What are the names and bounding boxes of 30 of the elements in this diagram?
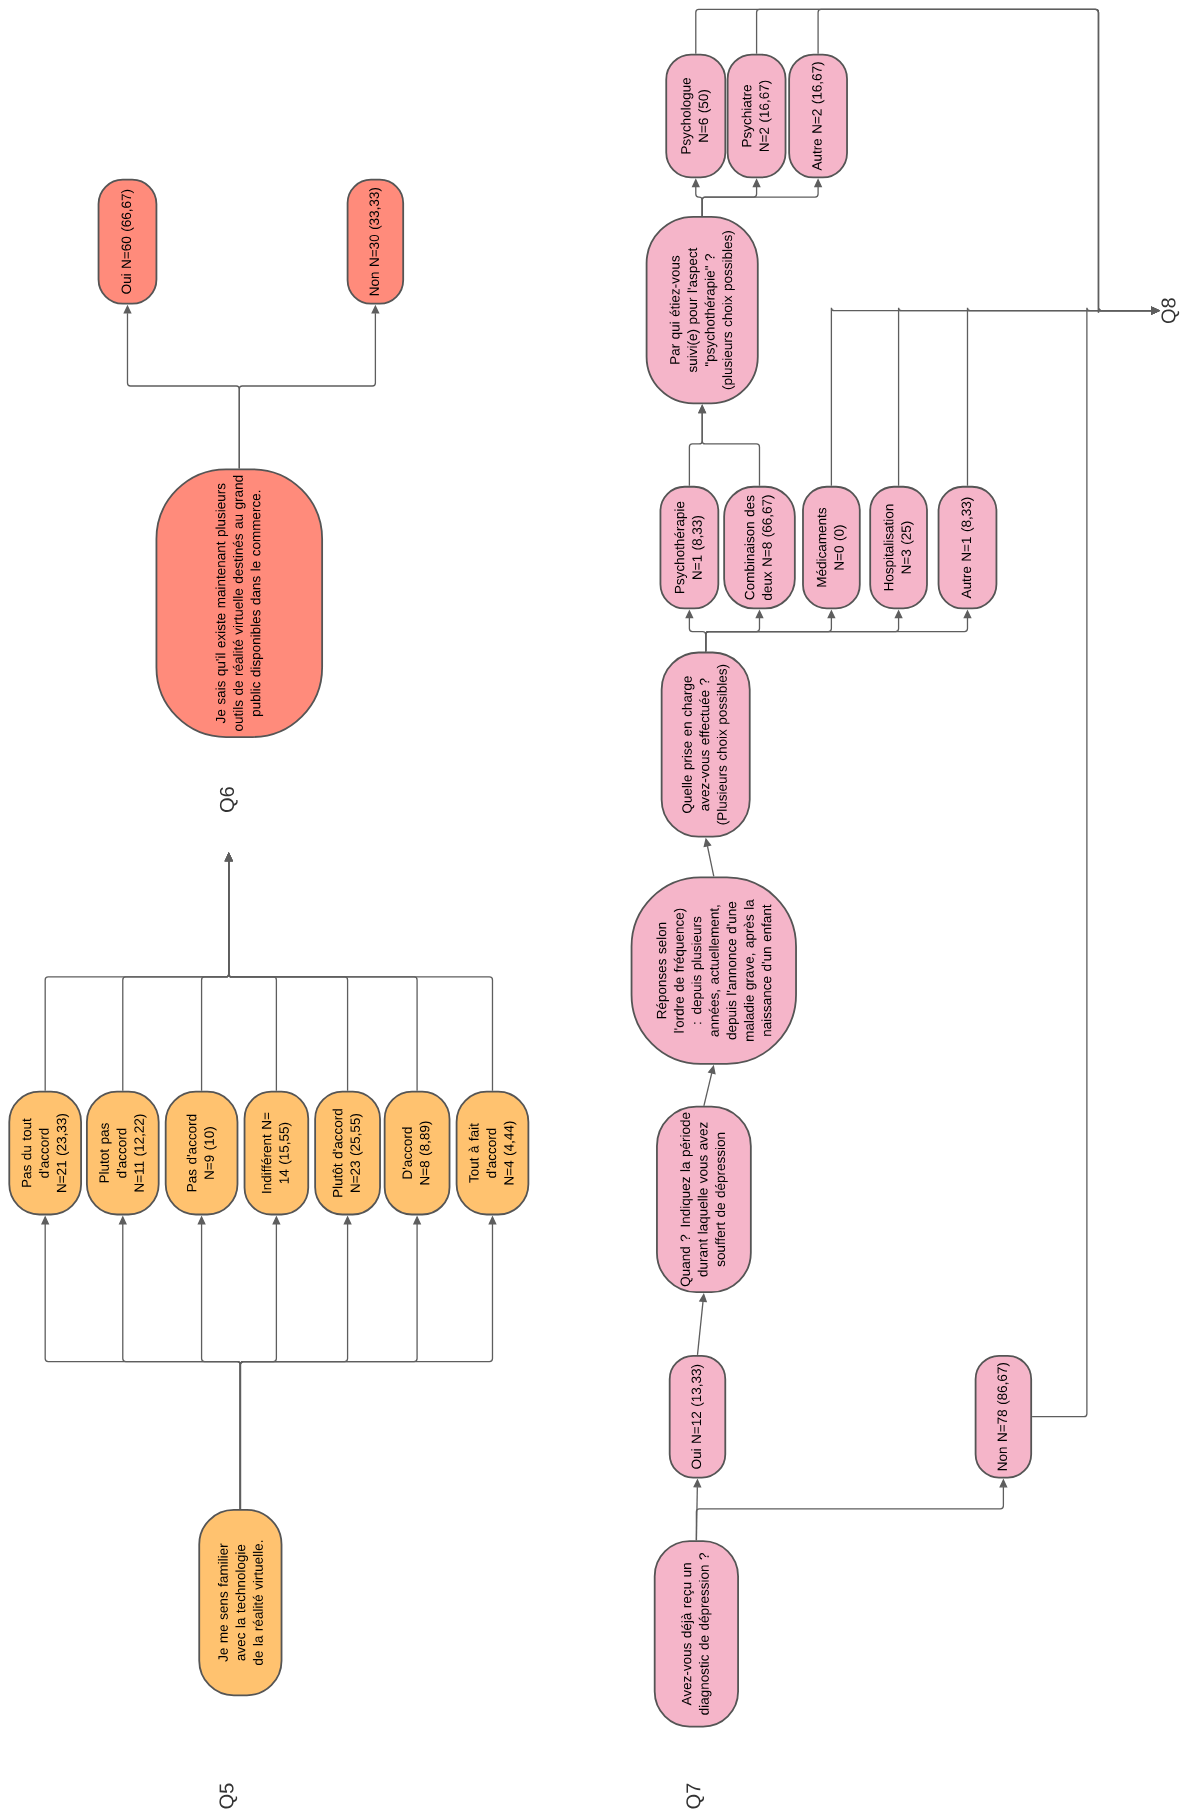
answer-box: Psychologue N=6 (50) (665, 53, 727, 179)
answer-box: Quand ? Indiquez la période durant laquelle vous avez souffert de dépression (656, 1105, 752, 1293)
answer-box: Hospitalisation N=3 (25) (869, 485, 928, 610)
answer-box: Oui N=12 (13,33) (668, 1354, 727, 1479)
answer-box: Psychiatre N=2 (16,67) (726, 53, 787, 179)
answer-box: Oui N=60 (66,67) (97, 178, 158, 305)
answer-box: Autre N=2 (16,67) (788, 53, 848, 179)
answer-box: Combinaison des deux N=8 (66,67) (723, 485, 796, 610)
section-label: Q8 (1161, 298, 1180, 324)
answer-box: Pas d'accord N=9 (10) (164, 1090, 239, 1216)
answer-box: Non N=30 (33,33) (346, 178, 405, 305)
answer-box: Je sais qu'il existe maintenant plusieurs outils de réalité virtuelle destinés au grand public disponibles dans le commerce. (155, 468, 324, 738)
answer-box: Médicaments N=0 (0) (802, 485, 861, 610)
answer-box: Plutot pas d'accord N=11 (12,22) (86, 1090, 160, 1216)
section-label: Q5 (219, 1783, 238, 1809)
answer-box: Par qui étiez-vous suivi(e) pour l'aspect "psychothérapie" ? (plusieurs choix possibles) (645, 215, 759, 405)
answer-box: Psychothérapie N=1 (8,33) (659, 485, 720, 610)
section-label: Q6 (219, 787, 238, 812)
answer-box: Avez-vous déjà reçu un diagnostic de dépression ? (653, 1540, 739, 1728)
answer-box: Tout à fait d'accord N=4 (4,44) (455, 1090, 530, 1216)
answer-box: Pas du tout d'accord N=21 (23,33) (8, 1090, 82, 1216)
answer-box: Autre N=1 (8,33) (937, 485, 998, 610)
section-label: Q7 (686, 1783, 705, 1809)
answer-box: Quelle prise en charge avez-vous effectuée ? (Plusieurs choix possibles) (660, 651, 751, 838)
answer-box: Indifférent N= 14 (15,55) (243, 1090, 310, 1216)
answer-box: Plutôt d'accord N=23 (25,55) (314, 1090, 381, 1216)
answer-box: Réponses selon l'ordre de fréquence) : depuis plusieurs années, actuellement, depuis l'annonce d'une maladie grave, après la naissance d'un enfant (630, 876, 797, 1065)
answer-box: Je me sens familier avec la technologie de la réalité virtuelle. (198, 1509, 283, 1697)
answer-box: Non N=78 (86,67) (974, 1354, 1033, 1479)
answer-box: D'accord N=8 (8,89) (383, 1090, 451, 1216)
